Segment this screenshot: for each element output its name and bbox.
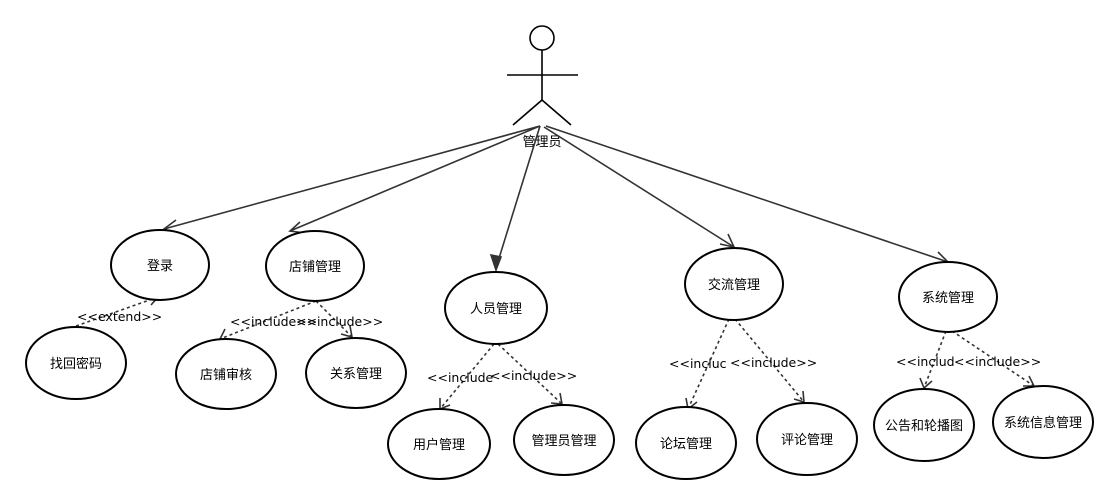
include-sysinfo-mgmt [951,330,1035,387]
assoc-login [163,125,541,230]
use-case-sysinfo-mgmt[interactable]: 系统信息管理 [992,385,1094,459]
include-comment-mgmt-arrowhead [793,390,805,404]
label-extend: <<extend>> [77,309,162,324]
admin-actor [507,25,578,126]
actor-label: 管理员 [522,135,561,150]
use-case-system-mgmt[interactable]: 系统管理 [898,261,998,333]
use-case-shop-mgmt-label: 店铺管理 [289,260,341,275]
use-case-forum-mgmt[interactable]: 论坛管理 [635,406,737,480]
label-include-relation-mgmt: <<include>> [296,314,383,329]
use-case-sysinfo-mgmt-label: 系统信息管理 [1004,415,1082,431]
assoc-staff-mgmt-arrowhead [489,253,503,273]
include-relation-mgmt-arrowhead [340,325,354,339]
actor-leg-right [541,99,572,126]
use-case-admin-mgmt-label: 管理员管理 [531,434,596,449]
use-case-shop-mgmt[interactable]: 店铺管理 [265,230,365,302]
actor-head [529,25,555,51]
use-case-comm-mgmt-label: 交流管理 [708,277,760,293]
use-case-shop-review[interactable]: 店铺审核 [175,338,277,410]
actor-leg-left [512,99,543,126]
use-case-user-mgmt-label: 用户管理 [413,437,465,453]
assoc-shop-mgmt [289,125,541,232]
label-include-shop-review: <<include>> [230,314,317,329]
include-shop-review [219,300,317,340]
use-case-comm-mgmt[interactable]: 交流管理 [684,247,784,321]
stereotype-labels: <<extend>> <<include>> <<include>> <<inc… [77,309,1041,385]
include-forum-mgmt [687,318,730,410]
use-case-user-mgmt[interactable]: 用户管理 [387,408,491,480]
label-include-notice-carousel: <<includ [896,354,955,369]
label-include-sysinfo-mgmt: <<include>> [954,354,1041,369]
label-include-comment-mgmt: <<include>> [730,355,817,370]
include-notice-carousel [923,330,947,389]
use-case-comment-mgmt-label: 评论管理 [781,433,833,448]
assoc-system-mgmt [545,125,949,263]
include-admin-mgmt-arrowhead [550,392,563,405]
use-case-login-label: 登录 [147,259,173,274]
label-include-user-mgmt: <<include [427,370,494,385]
use-case-relation-mgmt[interactable]: 关系管理 [305,337,407,409]
assoc-comm-mgmt [543,126,735,248]
include-user-mgmt-arrowhead [439,398,451,411]
use-case-notice-carousel[interactable]: 公告和轮播图 [873,388,975,462]
use-case-recover-password-label: 找回密码 [50,356,102,372]
use-case-recover-password[interactable]: 找回密码 [25,326,127,400]
use-case-comment-mgmt[interactable]: 评论管理 [756,402,858,476]
use-case-login[interactable]: 登录 [110,229,210,301]
use-case-staff-mgmt-label: 人员管理 [470,302,522,317]
include-admin-mgmt [497,343,563,405]
extend-recover-to-login [75,296,159,327]
use-case-system-mgmt-label: 系统管理 [922,291,974,306]
label-include-admin-mgmt: <<include>> [490,368,577,383]
assoc-staff-mgmt [495,125,541,269]
use-case-admin-mgmt[interactable]: 管理员管理 [513,404,615,476]
use-case-shop-review-label: 店铺审核 [200,368,252,383]
label-include-forum-mgmt: <<incluc [669,356,727,371]
use-case-relation-mgmt-label: 关系管理 [330,367,382,382]
use-case-notice-carousel-label: 公告和轮播图 [885,419,963,434]
include-relation-mgmt [315,300,353,338]
use-case-forum-mgmt-label: 论坛管理 [660,437,712,452]
use-case-staff-mgmt[interactable]: 人员管理 [444,271,548,345]
include-user-mgmt [439,343,495,410]
